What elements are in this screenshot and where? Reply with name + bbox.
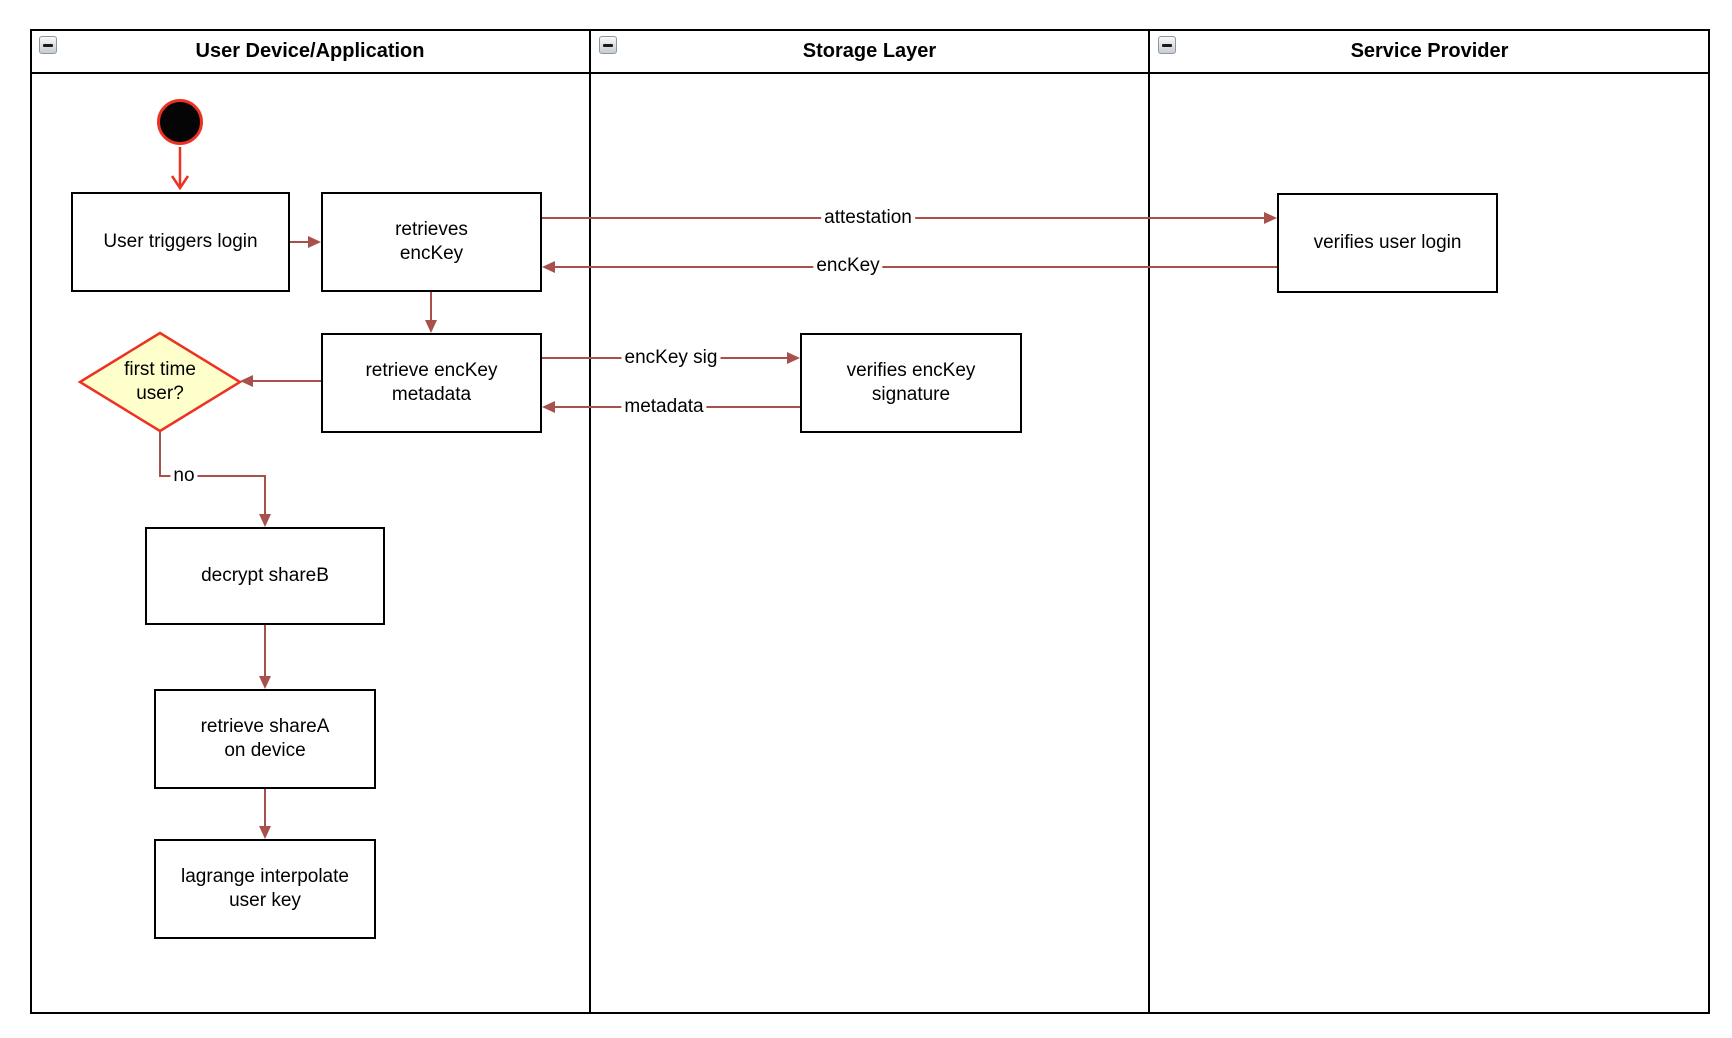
node-label: decrypt shareB	[201, 565, 329, 586]
lane-divider-1	[589, 29, 591, 1014]
node-label: retrieve encKey	[365, 360, 498, 381]
lane-title-storage-layer: Storage Layer	[802, 40, 937, 62]
edge-enckey-return[interactable]	[542, 261, 1277, 273]
lane-divider-2	[1148, 29, 1150, 1014]
minus-icon	[1162, 43, 1172, 47]
lane-header-storage-layer: Storage Layer	[590, 29, 1149, 74]
node-label: retrieves	[395, 219, 468, 240]
edge-label-attestation[interactable]: attestation	[821, 207, 915, 229]
node-label: verifies encKey	[846, 360, 976, 381]
edge-label-enckey-sig[interactable]: encKey sig	[621, 347, 721, 369]
edge-label-no[interactable]: no	[170, 465, 198, 487]
decision-label-line1: first time	[124, 359, 196, 380]
lane-title-service-provider: Service Provider	[1350, 40, 1509, 62]
node-label: verifies user login	[1313, 232, 1462, 253]
edge-retrieves-to-metadata-box[interactable]	[425, 292, 437, 333]
edge-sharea-to-lagrange[interactable]	[259, 789, 271, 839]
minus-icon	[43, 43, 53, 47]
lane-header-user-device: User Device/Application	[30, 29, 590, 74]
edge-metadata-to-decision[interactable]	[240, 375, 321, 387]
node-retrieve-sharea[interactable]: retrieve shareA on device	[154, 689, 376, 789]
node-label: on device	[224, 740, 306, 761]
node-label: retrieve shareA	[200, 716, 330, 737]
collapse-button-lane-2[interactable]	[599, 36, 617, 54]
node-user-triggers-login[interactable]: User triggers login	[71, 192, 290, 292]
decision-label-line2: user?	[136, 383, 184, 404]
header-divider	[30, 72, 1710, 74]
edge-label-enckey[interactable]: encKey	[813, 255, 883, 277]
lane-title-user-device: User Device/Application	[195, 40, 425, 62]
node-label: encKey	[399, 243, 464, 264]
node-verifies-enckey-signature[interactable]: verifies encKey signature	[800, 333, 1022, 433]
node-lagrange-interpolate[interactable]: lagrange interpolate user key	[154, 839, 376, 939]
edge-login-to-retrieves-enckey[interactable]	[290, 236, 321, 248]
swimlane-pool	[30, 29, 1710, 1014]
edge-label-metadata[interactable]: metadata	[621, 396, 707, 418]
initial-node[interactable]	[157, 99, 203, 145]
collapse-button-lane-3[interactable]	[1158, 36, 1176, 54]
node-retrieve-enckey-metadata[interactable]: retrieve encKey metadata	[321, 333, 542, 433]
node-label: lagrange interpolate	[181, 866, 349, 887]
node-label: signature	[871, 384, 951, 405]
node-label: user key	[229, 890, 301, 911]
decision-first-time-user[interactable]	[77, 331, 243, 433]
node-decrypt-shareb[interactable]: decrypt shareB	[145, 527, 385, 625]
decision-label: first time user?	[85, 358, 235, 406]
node-label: User triggers login	[103, 231, 258, 252]
lane-header-service-provider: Service Provider	[1149, 29, 1710, 74]
edge-decrypt-to-sharea[interactable]	[259, 625, 271, 689]
node-verifies-user-login[interactable]: verifies user login	[1277, 193, 1498, 293]
minus-icon	[603, 43, 613, 47]
node-retrieves-enckey[interactable]: retrieves encKey	[321, 192, 542, 292]
edge-start-to-login[interactable]	[170, 147, 190, 191]
collapse-button-lane-1[interactable]	[39, 36, 57, 54]
edge-decision-no[interactable]	[159, 431, 271, 527]
node-label: metadata	[391, 384, 472, 405]
